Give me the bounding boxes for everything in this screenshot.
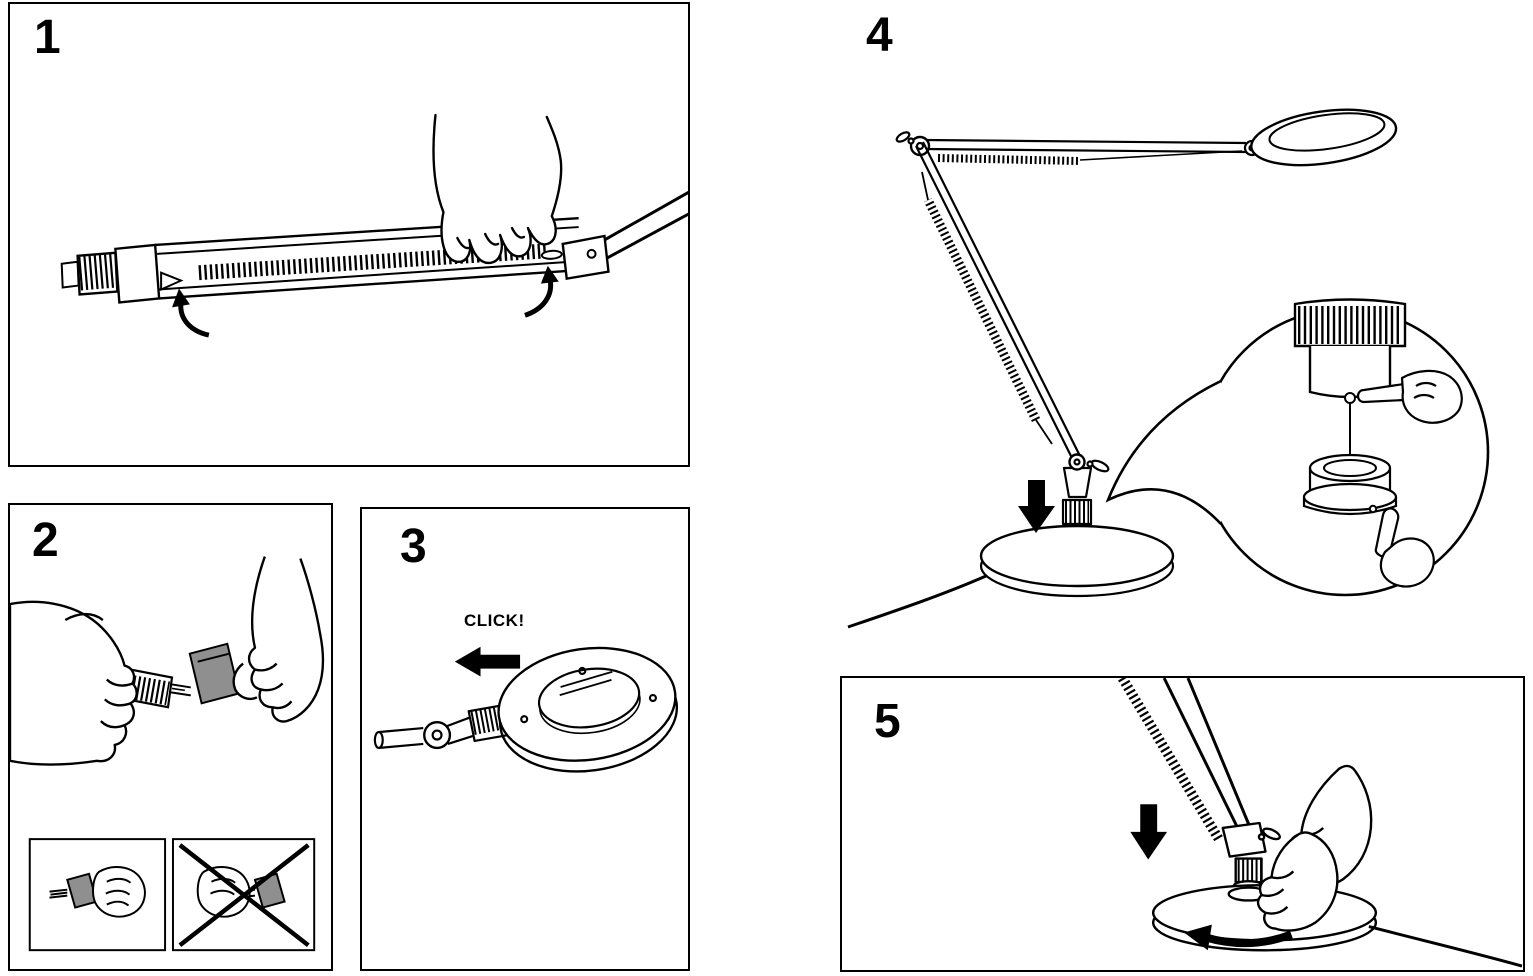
hand <box>432 113 563 265</box>
lamp-arm-channel <box>60 190 688 304</box>
turn-arrow-icon <box>1183 924 1293 951</box>
step-4-number: 4 <box>866 9 894 62</box>
lamp-head <box>1250 108 1398 167</box>
right-hand <box>232 556 325 723</box>
down-arrow-icon <box>1018 480 1055 533</box>
rotate-arrow-icon <box>524 265 559 318</box>
step-5-illustration <box>1118 678 1523 968</box>
lamp-arm <box>1118 678 1281 893</box>
desk-lamp <box>847 108 1398 629</box>
step-3-number: 3 <box>400 520 428 573</box>
step-3-illustration <box>373 646 679 773</box>
click-arrow-icon <box>454 646 521 677</box>
step-5-panel: 5 <box>840 676 1525 972</box>
step-1-number: 1 <box>34 11 62 64</box>
lamp-head-ring <box>373 646 679 773</box>
step-5-number: 5 <box>874 695 902 748</box>
step-2-panel: 2 <box>8 503 333 971</box>
click-callout: CLICK! <box>464 611 525 630</box>
inset-correct <box>28 838 167 952</box>
pointing-hand-icon <box>1356 369 1463 424</box>
step-4-panel: 4 <box>840 0 1533 676</box>
plug-wedge <box>188 642 241 705</box>
inset-incorrect <box>171 838 316 952</box>
down-arrow-icon <box>1130 804 1168 860</box>
step-2-illustration <box>10 556 325 952</box>
pointing-hand-icon <box>1374 507 1435 588</box>
cross-icon <box>178 843 310 947</box>
left-hand <box>10 600 138 766</box>
step-4-illustration <box>847 108 1490 629</box>
step-3-panel: 3 CLICK! <box>360 507 690 971</box>
step-2-number: 2 <box>32 514 60 567</box>
step-1-illustration <box>60 113 688 338</box>
rotate-arrow-icon <box>172 288 210 338</box>
hands <box>1256 764 1373 932</box>
step-1-panel: 1 <box>8 2 690 467</box>
